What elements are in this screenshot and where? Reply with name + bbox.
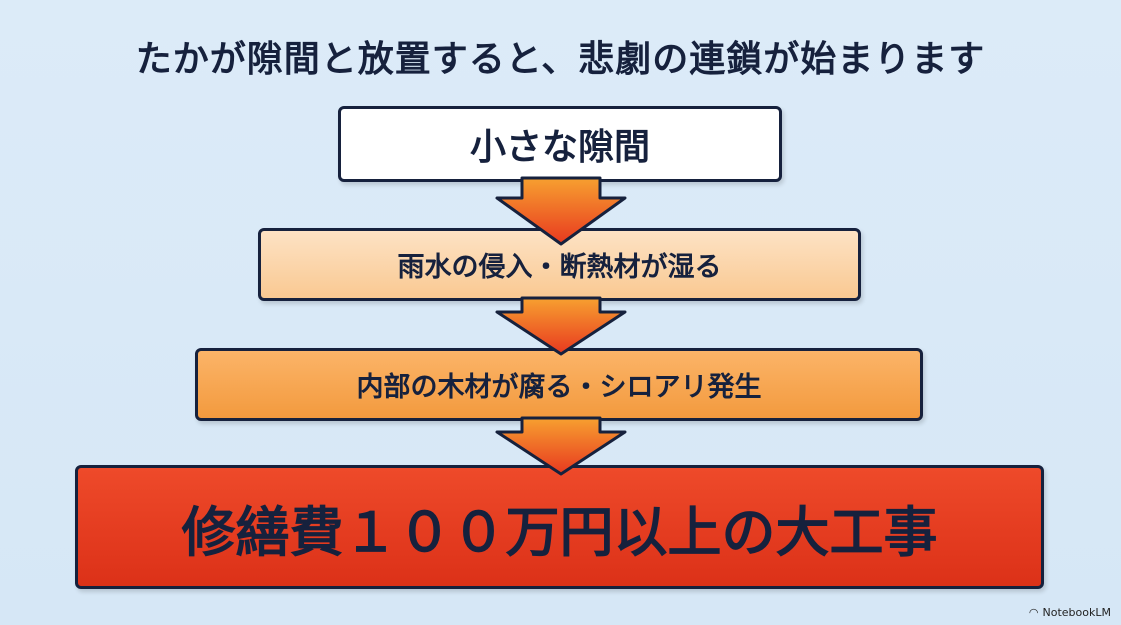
step-label: 雨水の侵入・断熱材が湿る [397, 252, 722, 283]
slide-title: たかが隙間と放置すると、悲劇の連鎖が始まります [135, 39, 986, 80]
watermark-text: NotebookLM [1042, 606, 1111, 619]
step-label: 内部の木材が腐る・シロアリ発生 [356, 372, 762, 403]
down-arrow-icon [495, 296, 627, 356]
step-label: 修繕費１００万円以上の大工事 [181, 500, 938, 564]
step-box-major-repair: 修繕費１００万円以上の大工事 [75, 465, 1044, 589]
down-arrow-icon [495, 176, 627, 246]
notebooklm-watermark: ◠ NotebookLM [1029, 606, 1111, 619]
step-box-wood-rot: 内部の木材が腐る・シロアリ発生 [195, 348, 923, 421]
step-label: 小さな隙間 [469, 127, 650, 168]
down-arrow-icon [495, 416, 627, 476]
step-box-small-gap: 小さな隙間 [338, 106, 782, 182]
notebooklm-logo-icon: ◠ [1028, 606, 1039, 619]
